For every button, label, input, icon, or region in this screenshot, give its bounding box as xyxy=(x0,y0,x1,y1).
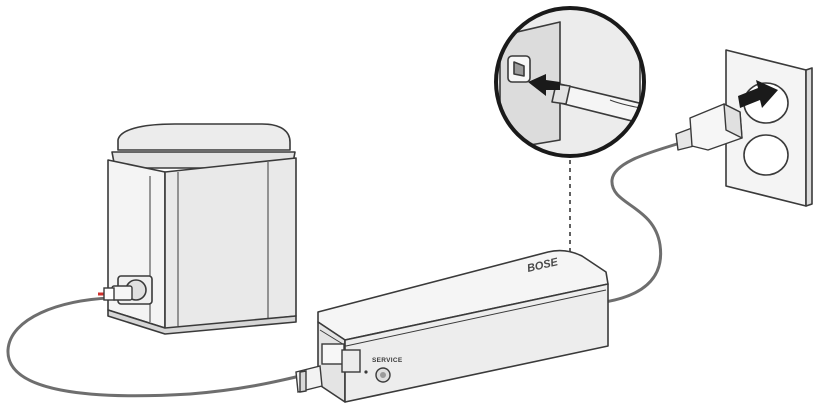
service-label: SERVICE xyxy=(372,357,403,364)
magnifier-circle-icon xyxy=(494,6,646,158)
adapter-cable-plug xyxy=(295,343,361,393)
status-led xyxy=(364,370,368,374)
module-to-adapter-cable xyxy=(6,296,302,398)
bass-module xyxy=(107,123,297,335)
module-cable-plug xyxy=(98,285,133,301)
power-adapter xyxy=(317,249,609,403)
plug-insert-arrow-icon xyxy=(738,80,778,108)
power-plug-icon xyxy=(675,103,743,151)
adapter-to-wall-cable xyxy=(603,140,685,304)
arrow-icon xyxy=(528,74,560,96)
